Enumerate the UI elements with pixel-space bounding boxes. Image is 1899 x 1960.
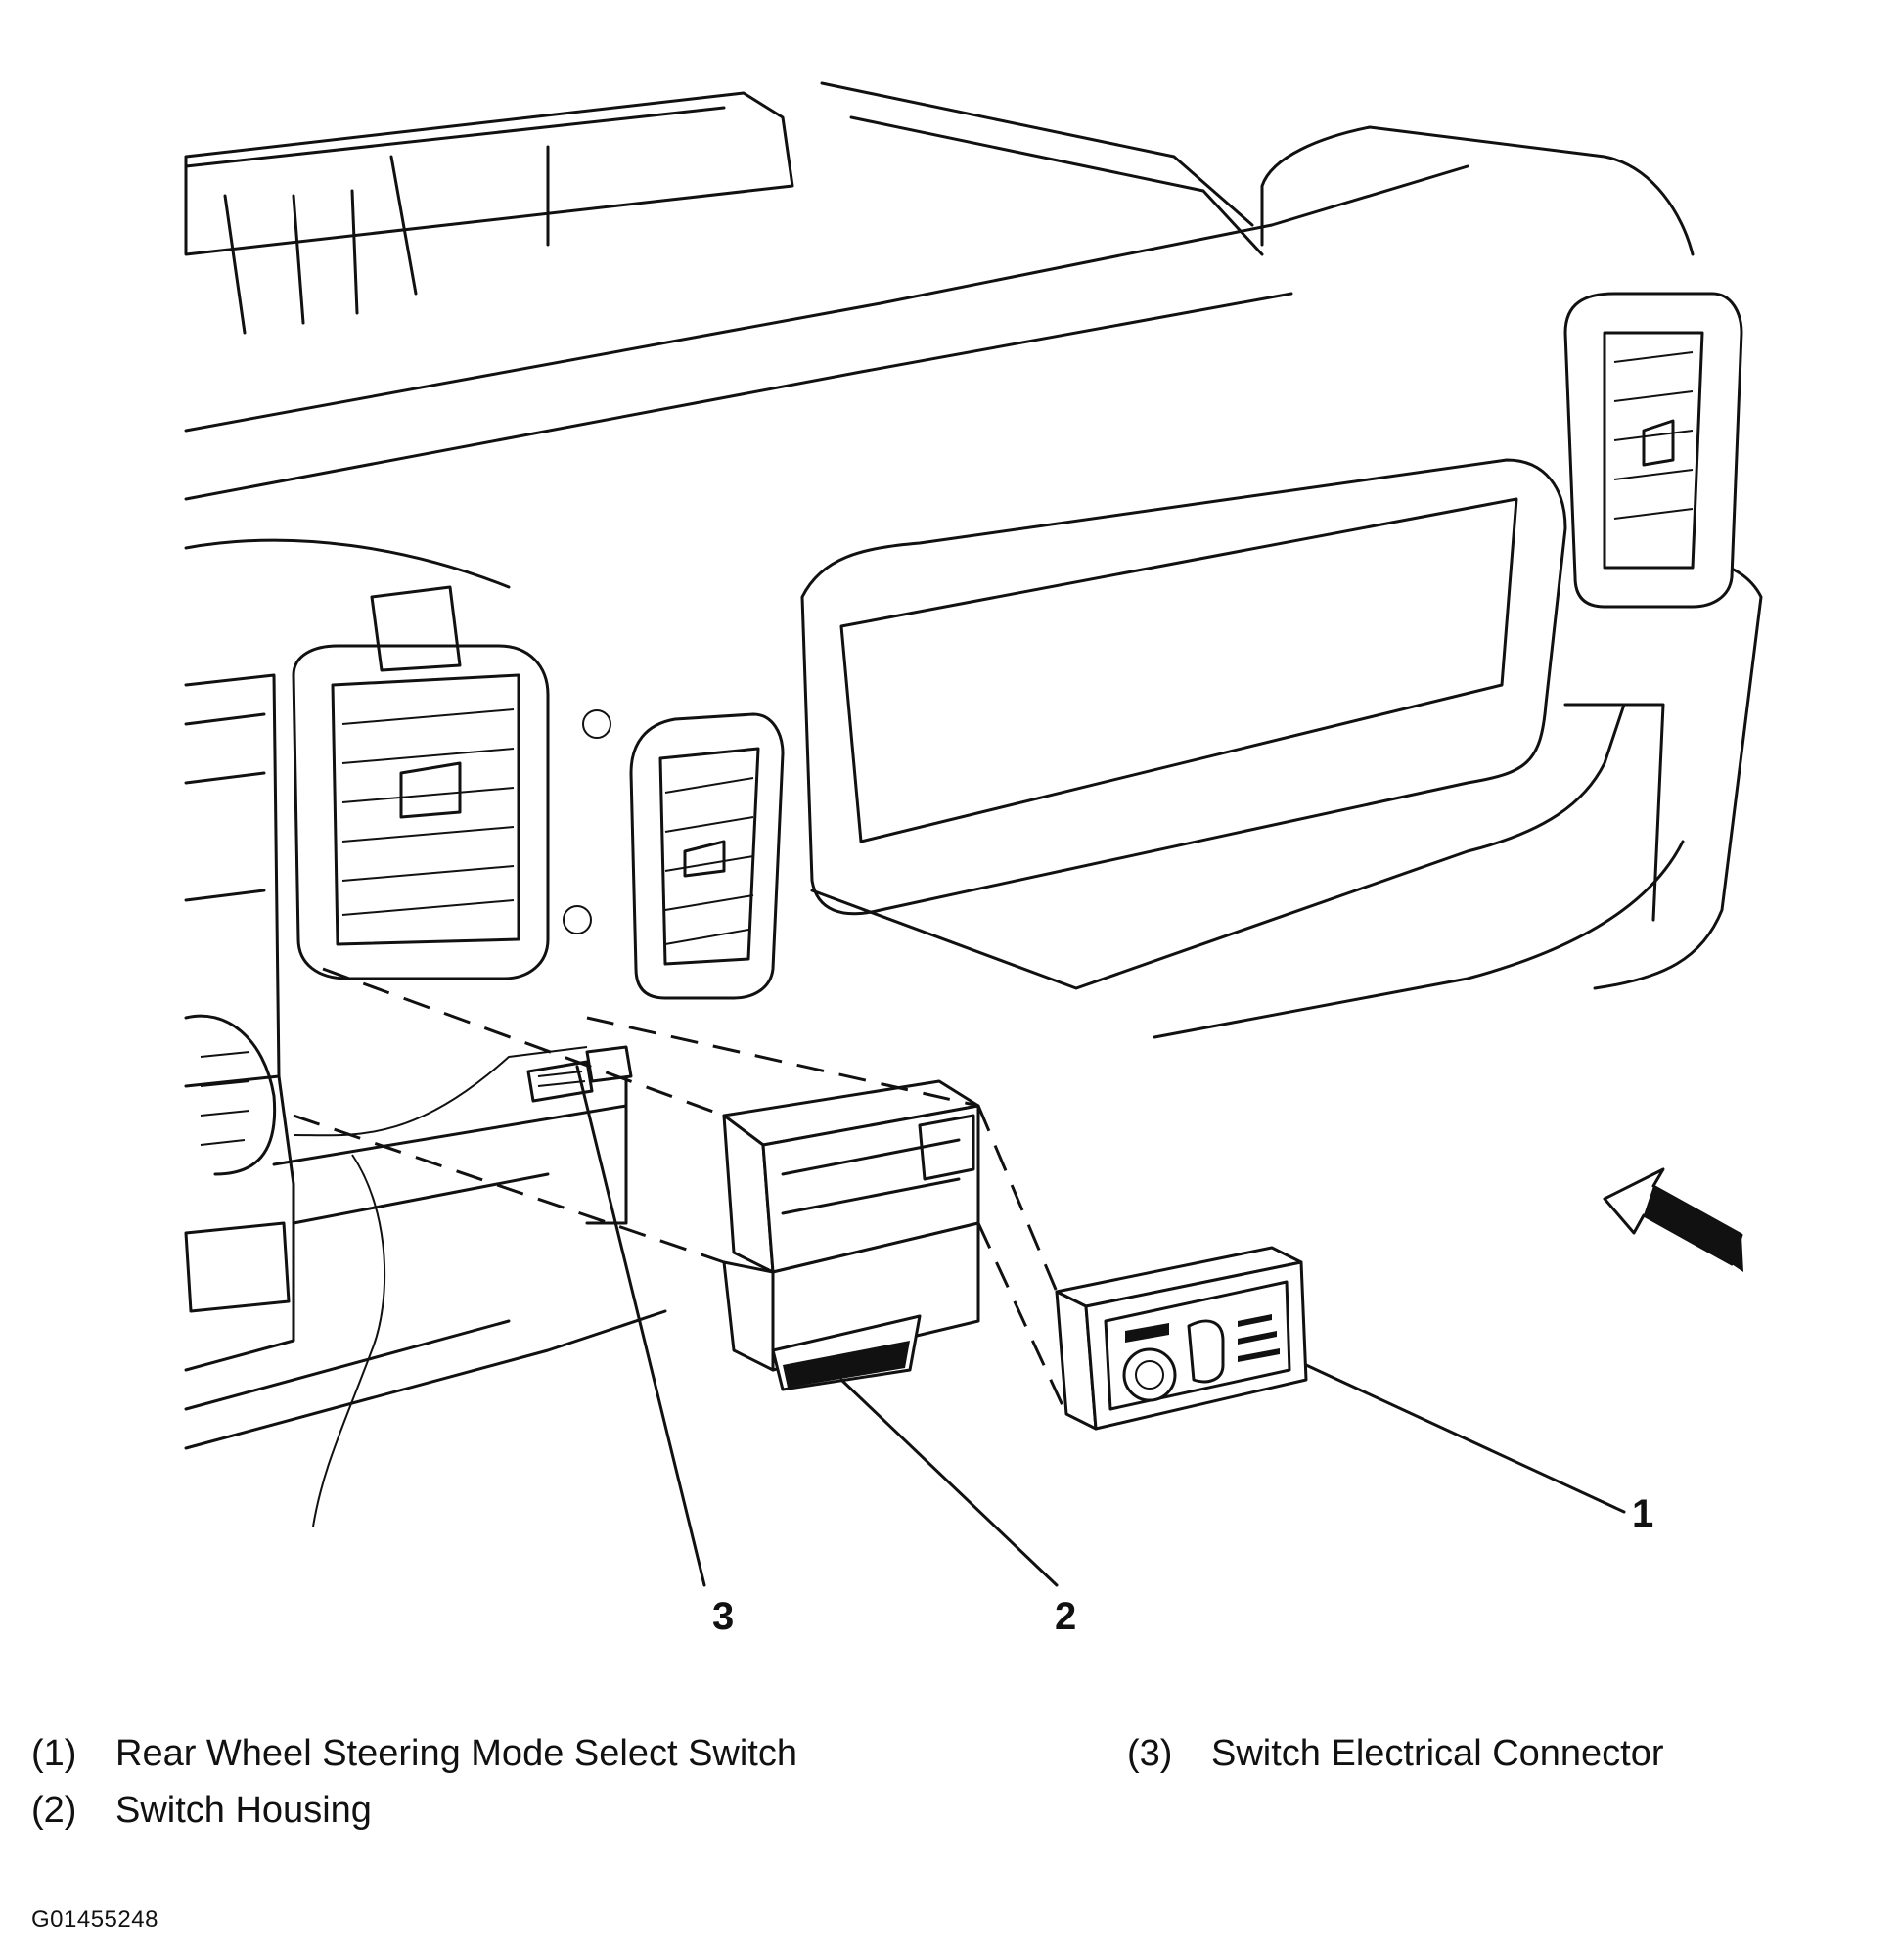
- mode-select-switch: [1055, 1246, 1308, 1431]
- instrument-panel-center: [800, 458, 1763, 1039]
- legend-item-1: (1) Rear Wheel Steering Mode Select Switc…: [31, 1732, 797, 1775]
- center-air-vent: [629, 712, 785, 1000]
- view-direction-arrow: [1603, 1167, 1743, 1272]
- legend-label: Switch Housing: [115, 1790, 372, 1831]
- left-air-vent: [292, 585, 611, 980]
- callout-2: 2: [1055, 1595, 1076, 1638]
- alignment-lines: [293, 967, 1068, 1415]
- legend-number: (3): [1127, 1733, 1173, 1774]
- instrument-panel-left: [184, 673, 667, 1527]
- right-air-vent: [1563, 292, 1743, 609]
- legend-number: (1): [31, 1733, 77, 1774]
- legend: (1) Rear Wheel Steering Mode Select Switc…: [31, 1732, 1871, 1889]
- exploded-view-diagram: 1 2 3: [184, 81, 1763, 1638]
- switch-housing: [722, 1079, 980, 1391]
- callout-1: 1: [1632, 1492, 1653, 1535]
- callout-3: 3: [712, 1595, 734, 1638]
- legend-item-2: (2) Switch Housing: [31, 1789, 372, 1832]
- switch-electrical-connector: [526, 1045, 633, 1103]
- callout-leaders: [575, 1065, 1626, 1587]
- legend-number: (2): [31, 1790, 77, 1831]
- figure-id: G01455248: [31, 1906, 158, 1933]
- legend-label: Rear Wheel Steering Mode Select Switch: [115, 1733, 797, 1774]
- legend-item-3: (3) Switch Electrical Connector: [1127, 1732, 1664, 1775]
- instrument-panel-upper: [184, 81, 1695, 589]
- legend-label: Switch Electrical Connector: [1211, 1733, 1664, 1774]
